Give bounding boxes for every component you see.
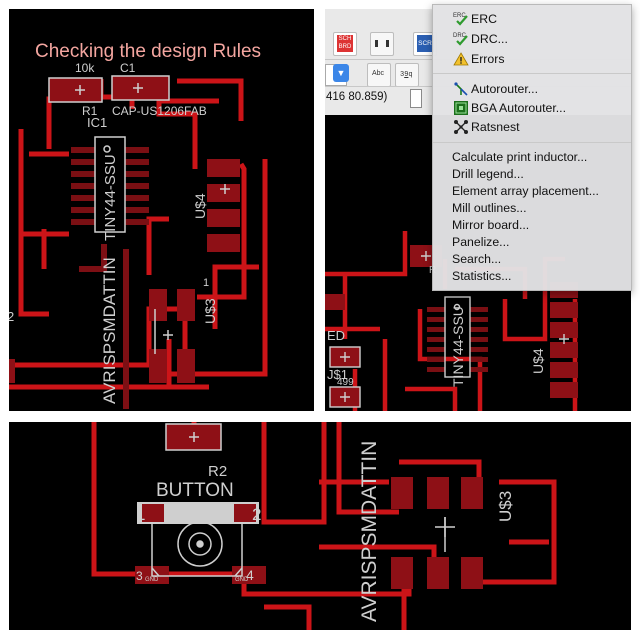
layer-settings-button[interactable] xyxy=(370,32,394,56)
script-icon: SCR xyxy=(416,35,434,52)
text-style-icon: Abc xyxy=(372,70,385,77)
led-label: ED xyxy=(327,328,345,343)
menu-item-panelize[interactable]: Panelize... xyxy=(452,235,510,249)
c1-name-label: C1 xyxy=(120,61,136,75)
u4-label: U$4 xyxy=(192,193,208,219)
c1-value-label: CAP-US1206FAB xyxy=(112,104,207,118)
button-label: BUTTON xyxy=(156,480,234,501)
menu-item-search[interactable]: Search... xyxy=(452,252,502,266)
pin-4-label: 4 xyxy=(246,567,254,583)
text-align-button[interactable]: 39q xyxy=(395,63,419,87)
r2-label: R2 xyxy=(208,463,227,480)
menu-item-statistics[interactable]: Statistics... xyxy=(452,269,512,283)
ic-value-label: TINY44-SSU xyxy=(450,306,466,387)
command-input[interactable] xyxy=(410,89,422,108)
pin-2-label: 2 xyxy=(252,505,261,524)
menu-item-errors[interactable]: Errors xyxy=(471,52,505,66)
svg-text:DRC: DRC xyxy=(453,33,467,39)
edge-pin-label: 2 xyxy=(9,309,14,324)
us1-label: J$1 xyxy=(327,367,348,382)
r1-value-label: 10k xyxy=(75,61,95,75)
gnd-right-label: GND xyxy=(235,577,249,583)
text-style-button[interactable]: Abc xyxy=(367,63,391,87)
menu-item-erc[interactable]: ERC xyxy=(471,12,497,26)
menu-item-element-array-placement[interactable]: Element array placement... xyxy=(452,184,599,198)
resistor-value-label: 499 xyxy=(337,377,354,388)
ic1-name-label: IC1 xyxy=(87,115,107,130)
menu-item-drill-legend[interactable]: Drill legend... xyxy=(452,167,524,181)
erc-check-icon: ERC xyxy=(453,11,469,27)
menu-item-autorouter[interactable]: Autorouter... xyxy=(471,82,538,96)
layers-icon xyxy=(375,40,389,47)
pin-3-label: 3 xyxy=(136,569,143,583)
pcb-canvas[interactable]: 10k C1 R1 CAP-US1206FAB IC1 TINY44-SSU U… xyxy=(9,9,314,411)
menu-separator xyxy=(433,73,631,74)
svg-text:ERC: ERC xyxy=(453,13,466,19)
gnd-left-label: GND xyxy=(145,577,159,583)
pin-one-label: 1 xyxy=(203,277,209,289)
menu-item-ratsnest[interactable]: Ratsnest xyxy=(471,120,520,134)
pin-1-label: 1 xyxy=(136,505,145,524)
ratsnest-icon xyxy=(453,119,469,135)
board-view-top-left[interactable]: 10k C1 R1 CAP-US1206FAB IC1 TINY44-SSU U… xyxy=(9,9,314,411)
menu-item-mill-outlines[interactable]: Mill outlines... xyxy=(452,201,527,215)
overlay-title: Checking the design Rules xyxy=(35,41,262,62)
tools-dropdown-menu: ERC ERC DRC DRC... Errors Autorouter... … xyxy=(432,4,632,291)
menu-item-mirror-board[interactable]: Mirror board... xyxy=(452,218,530,232)
warning-icon xyxy=(453,51,469,67)
ic1-value-label: TINY44-SSU xyxy=(102,154,119,241)
avr-isp-label-bottom: AVRISPSMDATTIN xyxy=(358,441,381,622)
u4-label-right: U$4 xyxy=(530,348,546,374)
coordinate-readout: 416 80.859) xyxy=(326,91,388,103)
drc-check-icon: DRC xyxy=(453,31,469,47)
dropdown-chevron-icon[interactable]: ▼ xyxy=(333,64,349,82)
menu-item-calculate-print-inductor[interactable]: Calculate print inductor... xyxy=(452,150,588,164)
u3-label-bottom: U$3 xyxy=(496,491,515,522)
sch-brd-icon: SCH BRD xyxy=(337,35,353,52)
menu-item-drc[interactable]: DRC... xyxy=(471,32,508,46)
autorouter-icon xyxy=(453,81,469,97)
r1-name-label: R1 xyxy=(82,104,98,118)
text-align-icon: 39q xyxy=(400,71,413,79)
board-view-bottom[interactable]: R2 BUTTON 1 2 3 4 GND GND AVRISPSMDATTIN… xyxy=(9,422,631,630)
pcb-canvas-bottom[interactable]: R2 BUTTON 1 2 3 4 GND GND AVRISPSMDATTIN… xyxy=(9,422,631,630)
menu-separator xyxy=(433,142,631,143)
sch-brd-switch-button[interactable]: SCH BRD xyxy=(333,32,357,56)
menu-item-bga-autorouter[interactable]: BGA Autorouter... xyxy=(471,101,567,115)
avr-isp-label: AVRISPSMDATTIN xyxy=(100,257,119,404)
bga-icon xyxy=(453,100,469,116)
u3-label: U$3 xyxy=(202,298,218,324)
